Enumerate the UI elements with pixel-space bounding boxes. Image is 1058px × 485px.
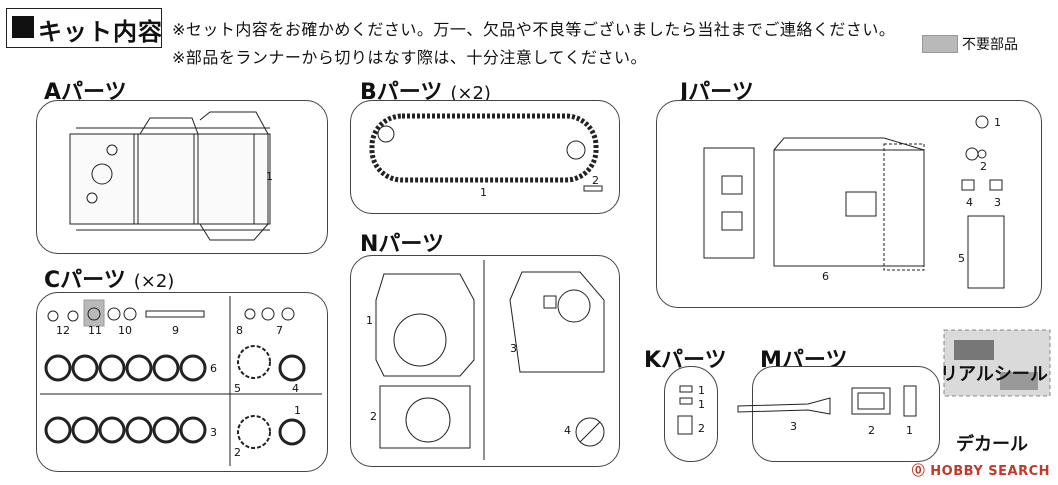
section-c-label: Cパーツ <box>44 268 126 293</box>
part-c12-number: 12 <box>56 324 70 337</box>
part-c1-number: 1 <box>294 404 301 417</box>
unneeded-parts-swatch <box>922 35 958 53</box>
part-j4-number: 4 <box>966 196 973 209</box>
part-n3-number: 3 <box>510 342 517 355</box>
part-m2-number: 2 <box>868 424 875 437</box>
part-j5-number: 5 <box>958 252 965 265</box>
watermark-text: HOBBY SEARCH <box>930 464 1050 479</box>
part-j-hull-top-drawing <box>703 115 1005 289</box>
section-b-multiplier: (×2) <box>450 83 491 104</box>
part-k2-number: 2 <box>698 422 705 435</box>
part-j3-number: 3 <box>994 196 1001 209</box>
part-b1-number: 1 <box>480 186 487 199</box>
part-b2-number: 2 <box>592 174 599 187</box>
section-c-multiplier: (×2) <box>133 271 175 292</box>
part-c11-number: 11 <box>88 324 102 337</box>
real-seal-sheet-drawing <box>943 329 1051 397</box>
part-c-wheels-drawing <box>40 296 322 466</box>
unneeded-parts-label: 不要部品 <box>962 37 1018 53</box>
part-k-small-drawing <box>677 385 693 435</box>
page-title: キット内容 <box>38 18 163 46</box>
runner-j-panel <box>656 100 1042 308</box>
part-j6-number: 6 <box>822 270 829 283</box>
decal-label: デカール <box>956 434 1028 455</box>
part-k1b-number: 1 <box>698 398 705 411</box>
part-c6-number: 6 <box>210 362 217 375</box>
note-cut-carefully: ※部品をランナーから切りはなす際は、十分注意してください。 <box>172 48 647 67</box>
part-n2-number: 2 <box>370 410 377 423</box>
runner-k-panel <box>664 366 718 462</box>
real-seal-label: リアルシール <box>940 364 1048 385</box>
part-m1-number: 1 <box>906 424 913 437</box>
part-c4-number: 4 <box>292 382 299 395</box>
part-j1-number: 1 <box>994 116 1001 129</box>
part-n1-number: 1 <box>366 314 373 327</box>
part-c10-number: 10 <box>118 324 132 337</box>
part-c7-number: 7 <box>276 324 283 337</box>
part-b-track-drawing <box>369 113 603 192</box>
hobby-search-watermark: ⓪ HOBBY SEARCH <box>911 464 1050 479</box>
header-square-icon <box>12 16 34 38</box>
part-c8-number: 8 <box>236 324 243 337</box>
part-c3-number: 3 <box>210 426 217 439</box>
part-c9-number: 9 <box>172 324 179 337</box>
part-c5-number: 5 <box>234 382 241 395</box>
section-n-label: Nパーツ <box>360 232 444 257</box>
part-k1a-number: 1 <box>698 384 705 397</box>
part-m-gun-drawing <box>737 385 917 417</box>
section-n-title: Nパーツ <box>360 226 444 258</box>
note-check-contents: ※セット内容をお確かめください。万一、欠品や不良等ございましたら当社までご連絡く… <box>172 20 896 39</box>
runner-m-panel <box>752 366 940 462</box>
part-j2-number: 2 <box>980 160 987 173</box>
part-m3-number: 3 <box>790 420 797 433</box>
part-n4-number: 4 <box>564 424 571 437</box>
part-c2-number: 2 <box>234 446 241 459</box>
part-a1-number: 1 <box>266 170 273 183</box>
part-n-turret-drawing <box>375 260 605 460</box>
section-c-title: Cパーツ (×2) <box>44 262 174 294</box>
part-a-hull-drawing <box>69 111 271 241</box>
